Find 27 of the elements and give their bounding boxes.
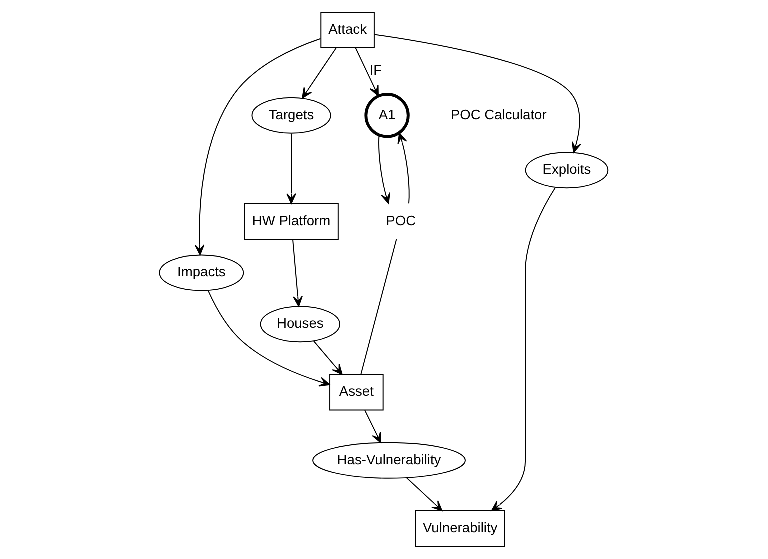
node-circle: A1 — [364, 93, 410, 138]
arrow — [194, 38, 322, 256]
node-ellipse: Houses — [260, 306, 340, 343]
node-text: POC — [386, 212, 416, 228]
arrow — [491, 187, 556, 512]
arrow — [302, 48, 337, 99]
arrow — [364, 410, 382, 444]
arrow — [286, 133, 296, 204]
node-ellipse: Targets — [252, 97, 332, 134]
arrow — [374, 34, 582, 154]
node-label: POC Calculator — [450, 106, 547, 122]
node-ellipse: Impacts — [159, 254, 244, 292]
connector — [360, 239, 398, 376]
node-box: Attack — [320, 12, 375, 48]
node-ellipse: Exploits — [525, 152, 609, 189]
node-box: Asset — [330, 374, 384, 411]
arrow — [314, 340, 343, 376]
arrow — [406, 477, 443, 512]
node-box: HW Platform — [244, 203, 339, 240]
node-box: Vulnerability — [415, 510, 506, 548]
arrow — [292, 239, 303, 308]
arrow — [378, 134, 391, 204]
arrow — [208, 290, 330, 387]
arrow — [355, 48, 379, 97]
edge-label: IF — [370, 62, 382, 78]
node-ellipse: Has-Vulnerability — [312, 442, 466, 479]
arrow — [398, 132, 410, 204]
